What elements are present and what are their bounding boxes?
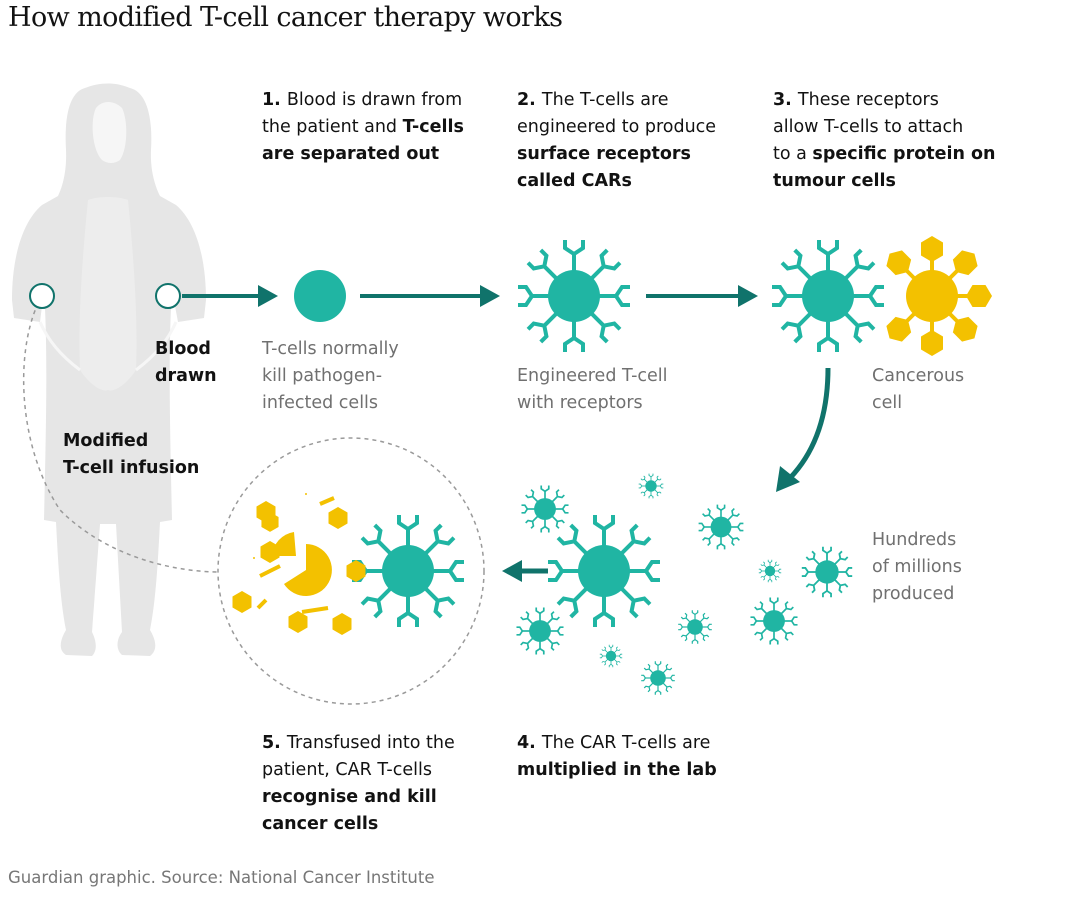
step-text-run: patient, CAR T-cells: [262, 760, 432, 780]
step-line: called CARs: [517, 168, 716, 195]
step-5-text: 5. Transfused into the patient, CAR T-cel…: [262, 730, 455, 838]
step-line: allow T-cells to attach: [773, 114, 996, 141]
step-line: 3. These receptors: [773, 87, 996, 114]
step-text-run: the patient and: [262, 117, 403, 137]
step-line: the patient and T-cells: [262, 114, 464, 141]
infusion-circle: [217, 437, 485, 705]
step-3-text: 3. These receptors allow T-cells to attac…: [773, 87, 996, 195]
step-text-run: to a: [773, 144, 813, 164]
step-text-run: These receptors: [797, 90, 939, 110]
step-number: 1.: [262, 90, 287, 110]
arrow-down-to-multiply: [776, 367, 831, 492]
step-line: 1. Blood is drawn from: [262, 87, 464, 114]
arrow-left-to-infusion: [502, 560, 548, 582]
step-line: tumour cells: [773, 168, 996, 195]
step-line: recognise and kill: [262, 784, 455, 811]
step-text-run: The CAR T-cells are: [541, 733, 711, 753]
step-number: 4.: [517, 733, 542, 753]
arrow-tcell-to-engineered: [360, 285, 500, 307]
arrow-blood-to-tcell: [182, 285, 278, 307]
arrow-engineered-to-cancer: [646, 285, 758, 307]
arm-marker-right: [155, 283, 181, 309]
step-text-run: Transfused into the: [286, 733, 455, 753]
step-text-run: allow T-cells to attach: [773, 117, 964, 137]
normal-tcell: [294, 270, 346, 322]
multiplied-tcells: [516, 474, 852, 695]
step-text-run: T-cells: [402, 117, 464, 137]
arm-marker-left: [29, 283, 55, 309]
source-credit: Guardian graphic. Source: National Cance…: [8, 868, 435, 887]
patient-silhouette: [12, 83, 206, 656]
step-text-run: multiplied in the lab: [517, 760, 717, 780]
step-line: cancer cells: [262, 811, 455, 838]
step-line: multiplied in the lab: [517, 757, 717, 784]
engineered-tcell: [518, 240, 630, 352]
step-line: are separated out: [262, 141, 464, 168]
step-number: 2.: [517, 90, 542, 110]
step-line: 5. Transfused into the: [262, 730, 455, 757]
step-text-run: tumour cells: [773, 171, 896, 191]
step-line: 2. The T-cells are: [517, 87, 716, 114]
step-line: patient, CAR T-cells: [262, 757, 455, 784]
step-4-text: 4. The CAR T-cells are multiplied in the …: [517, 730, 717, 784]
step-text-run: are separated out: [262, 144, 440, 164]
step-line: to a specific protein on: [773, 141, 996, 168]
step-number: 5.: [262, 733, 287, 753]
step-line: engineered to produce: [517, 114, 716, 141]
destroyed-cancer-cell: [232, 492, 366, 635]
step-text-run: engineered to produce: [517, 117, 717, 137]
step-line: 4. The CAR T-cells are: [517, 730, 717, 757]
step-text-run: The T-cells are: [541, 90, 669, 110]
page-title: How modified T-cell cancer therapy works: [8, 2, 563, 33]
step-text-run: surface receptors: [517, 144, 691, 164]
cancer-cell: [882, 234, 994, 358]
killing-tcell: [352, 515, 464, 627]
step-2-text: 2. The T-cells are engineered to produce s…: [517, 87, 716, 195]
step-text-run: specific protein on: [812, 144, 996, 164]
step-text-run: cancer cells: [262, 814, 379, 834]
step-number: 3.: [773, 90, 798, 110]
step-text-run: recognise and kill: [262, 787, 437, 807]
step-text-run: Blood is drawn from: [286, 90, 463, 110]
attached-tcell: [772, 240, 884, 352]
step-text-run: called CARs: [517, 171, 632, 191]
step-line: surface receptors: [517, 141, 716, 168]
